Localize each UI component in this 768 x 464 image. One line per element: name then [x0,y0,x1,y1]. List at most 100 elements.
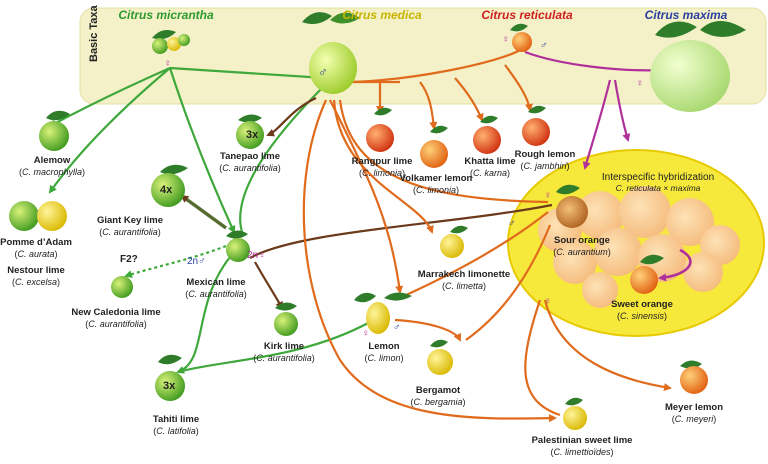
female-mark-hybrid: ♀ [544,296,552,307]
hybridization-title: Interspecific hybridization [601,172,715,183]
fruit-tahiti [155,354,185,401]
ploidy-tanepao: 3x [246,129,259,141]
edge-mexican-kirk [254,261,283,310]
label-rough: Rough lemon(C. jambhiri) [514,149,576,171]
edge-mexican-sour [249,203,553,259]
label-rangpur: Rangpur lime(C. limonia) [351,156,413,178]
ploidy-giantkey: 4x [160,184,173,196]
label-meyer: Meyer lemon(C. meyeri) [664,402,724,424]
edge-mexican-newcaledonia [124,244,227,278]
taxon-reticulata: Citrus reticulata [481,8,573,22]
female-mark-maxima: ♀ [636,78,644,89]
edge-mexican-giantkey [180,194,228,230]
fruit-alemow [39,110,70,151]
edge-sour-bergamot [465,224,552,341]
label-giantkey: Giant Key lime(C. aurantifolia) [97,215,163,237]
fruit-mexican [226,230,250,262]
label-alemow: Alemow(C. macrophylla) [18,155,86,177]
fruit-sweet [630,254,664,294]
edge-lemon-bergamot [394,318,461,342]
edge-to-sweet [658,248,692,282]
edge-medica-sour [338,99,549,204]
label-khatta: Khatta lime(C. karna) [464,156,516,178]
connections [48,49,692,423]
label-lemon: Lemon(C. limon) [364,341,404,363]
edge-medica-lemon [329,99,404,294]
hybridization-label: Interspecific hybridization C. reticulat… [602,172,714,193]
f2-mark: F2? [120,254,138,265]
male-mark-medica: ♂ [318,64,328,79]
female-2n-mark: 2n♀ [247,250,266,261]
label-sweet: Sweet orange(C. sinensis) [611,299,673,321]
label-newcaledonia: New Caledonia lime(C. aurantifolia) [71,307,161,329]
edge-reticulata-maxima [524,50,666,72]
ploidy-tahiti: 3x [163,380,176,392]
fruit-rough [522,105,550,146]
label-tahiti: Tahiti lime(C. latifolia) [152,414,200,436]
edge-sour-lemon [394,211,549,302]
edge-to-rough [504,64,533,112]
fruit-meyer [680,360,708,394]
edge-medica-tanepao [266,97,317,137]
female-mark-reticulata: ♀ [502,34,510,45]
hybrid-fruit-cluster [538,186,740,308]
taxon-micrantha: Citrus micrantha [118,8,214,22]
label-volkamer: Volkamer lemon(C. limonia) [399,173,473,195]
female-mark-sour: ♀ [544,190,552,201]
female-mark-lemon: ♀ [362,328,370,339]
basic-taxa-label: Basic Taxa [88,5,100,62]
label-kirk: Kirk lime(C. aurantifolia) [253,341,315,363]
fruit-maxima [650,21,746,112]
taxon-medica: Citrus medica [342,8,422,22]
edge-to-hybridization-b [613,79,631,142]
label-tanepao: Tanepao lime(C. aurantifolia) [219,151,281,173]
edge-to-volkamer [419,81,438,130]
edge-medica-palestinian [302,99,557,423]
fruit-khatta [473,115,501,154]
hybridization-subtitle: C. reticulata × maxima [615,183,701,193]
label-sour: Sour orange(C. aurantium) [553,235,611,257]
edge-to-palestinian-b [524,299,561,417]
fruit-marrakech [440,225,468,258]
fruit-medica [302,12,360,94]
edge-micrantha-alemow [48,66,171,127]
fruit-palestinian [563,397,587,430]
fruit-reticulata [510,23,532,52]
fruit-rangpur [366,107,394,152]
fruit-lemon [354,292,412,334]
female-mark-micrantha: ♀ [164,58,172,69]
male-mark-lemon: ♂ [393,322,401,333]
male-mark-reticulata: ♂ [540,40,548,51]
edge-micrantha-medica [169,66,326,80]
fruit-kirk [274,302,298,336]
label-bergamot: Bergamot(C. bergamia) [410,385,466,407]
label-marrakech: Marrakech limonette(C. limetta) [417,269,511,291]
fruit-giantkey [151,164,188,207]
edge-micrantha-mexican [168,67,236,234]
edge-to-marrakech [332,99,434,234]
edge-to-hybridization-a [582,79,612,170]
fruit-tanepao [236,114,264,149]
male-2n-mark: 2n♂ [187,256,206,267]
fruit-newcaledonia [111,276,133,298]
edge-lemon-tahiti [177,321,371,374]
edge-medica-reticulata-b [339,49,521,84]
fruit-micrantha [152,30,190,54]
label-palestinian: Palestinian sweet lime(C. limettioïdes) [531,435,633,457]
fruit-sour [556,184,588,228]
male-mark-sour: ♂ [508,218,516,229]
edge-mexican-tahiti [176,249,237,374]
label-nestour: Nestour lime(C. excelsa) [7,265,65,287]
fruits [9,12,746,430]
edge-micrantha-pomme [48,67,171,194]
fruit-volkamer [420,125,448,168]
fruit-pomme [9,201,67,231]
basic-taxa-panel [79,7,767,105]
edge-to-meyer [543,299,672,392]
label-pomme: Pomme d’Adam(C. aurata) [0,237,72,259]
edge-to-khatta [454,77,484,122]
label-mexican: Mexican lime(C. aurantifolia) [185,277,247,299]
fruit-bergamot [427,339,453,375]
